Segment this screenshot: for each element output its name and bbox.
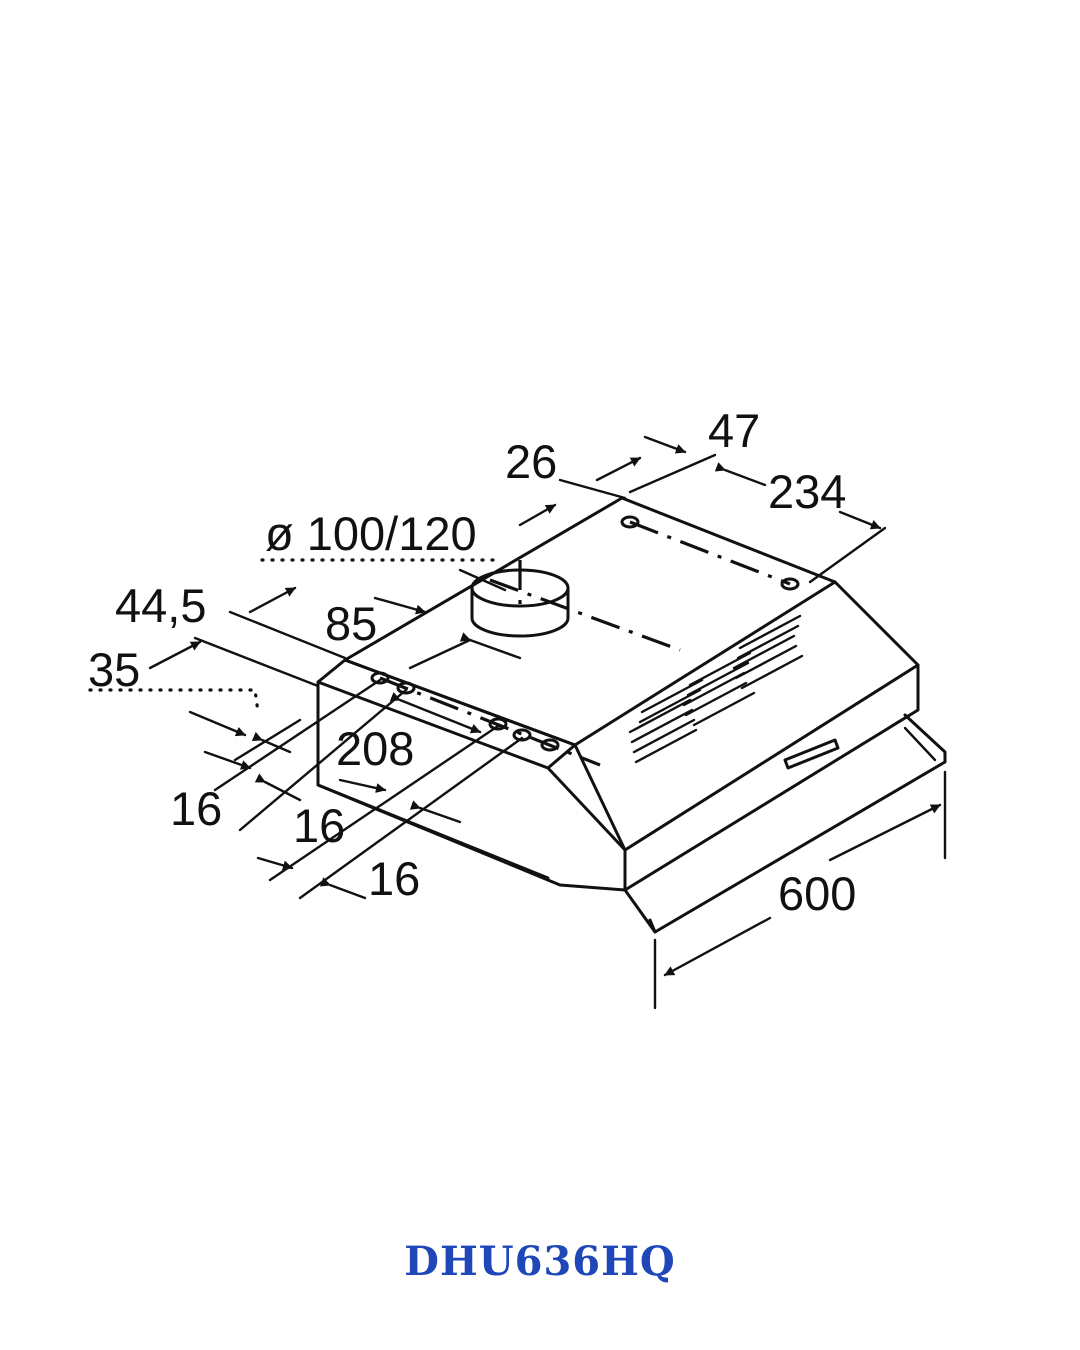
- dim-16-left: 16: [170, 782, 222, 835]
- hood-outline: [316, 496, 947, 934]
- dim-85: 85: [325, 597, 377, 650]
- vent-grille: [628, 614, 804, 764]
- dim-234: 234: [768, 465, 846, 518]
- dim-208: 208: [336, 722, 414, 775]
- dim-44-5: 44,5: [115, 579, 206, 632]
- dim-47: 47: [708, 404, 760, 457]
- dim-35: 35: [88, 643, 140, 696]
- dim-16-bottom: 16: [368, 852, 420, 905]
- control-slot: [783, 738, 840, 770]
- dim-26: 26: [505, 435, 557, 488]
- dim-duct-diameter: ø 100/120: [265, 507, 477, 560]
- dimension-lines: [88, 435, 947, 1010]
- dim-16-middle: 16: [293, 799, 345, 852]
- dim-600: 600: [778, 867, 856, 920]
- mounting-holes: [370, 515, 800, 752]
- center-lines: [379, 520, 791, 767]
- model-name: DHU636HQ: [404, 1238, 676, 1285]
